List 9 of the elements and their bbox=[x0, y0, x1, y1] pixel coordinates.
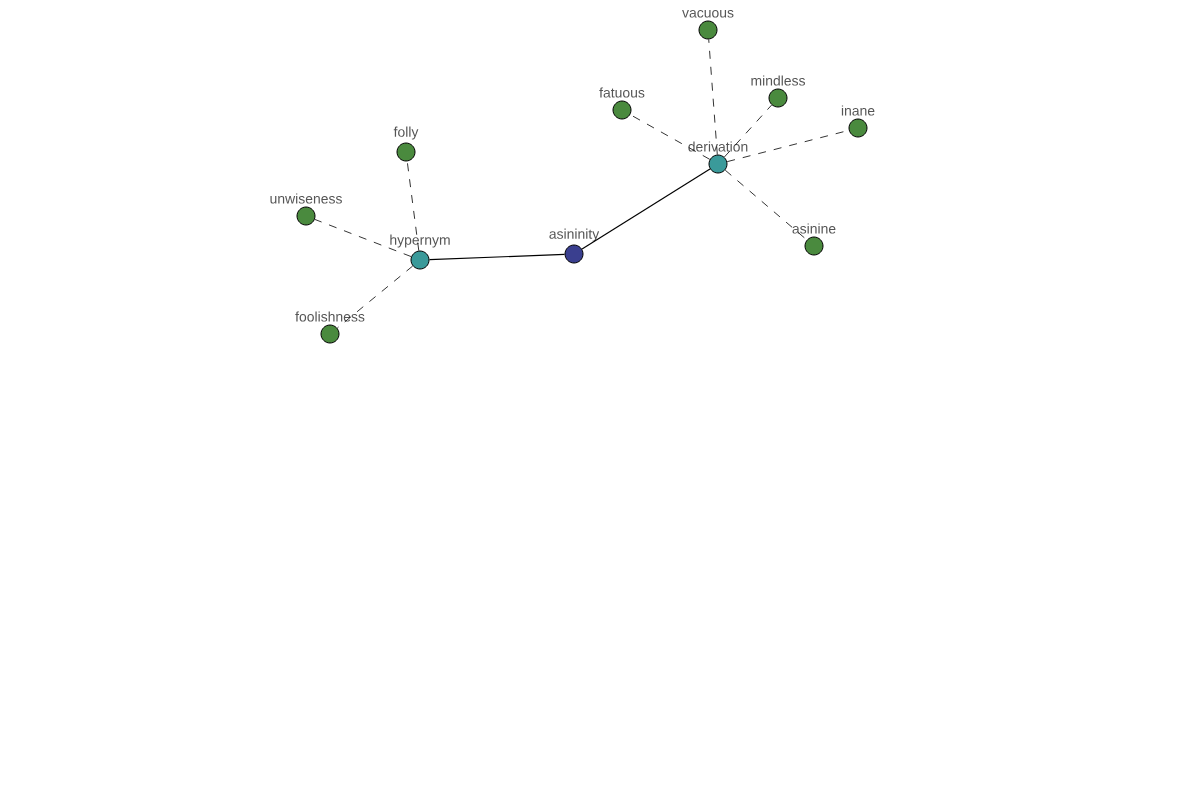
dashed-line bbox=[724, 104, 772, 158]
dashed-line bbox=[629, 114, 711, 160]
dashed-line bbox=[336, 265, 414, 329]
connector-line bbox=[581, 168, 711, 250]
dashed-line bbox=[406, 161, 420, 251]
dashed-line bbox=[708, 39, 718, 155]
dashed-line bbox=[314, 219, 412, 257]
connector-line bbox=[428, 253, 566, 261]
dashed-line bbox=[724, 169, 808, 241]
